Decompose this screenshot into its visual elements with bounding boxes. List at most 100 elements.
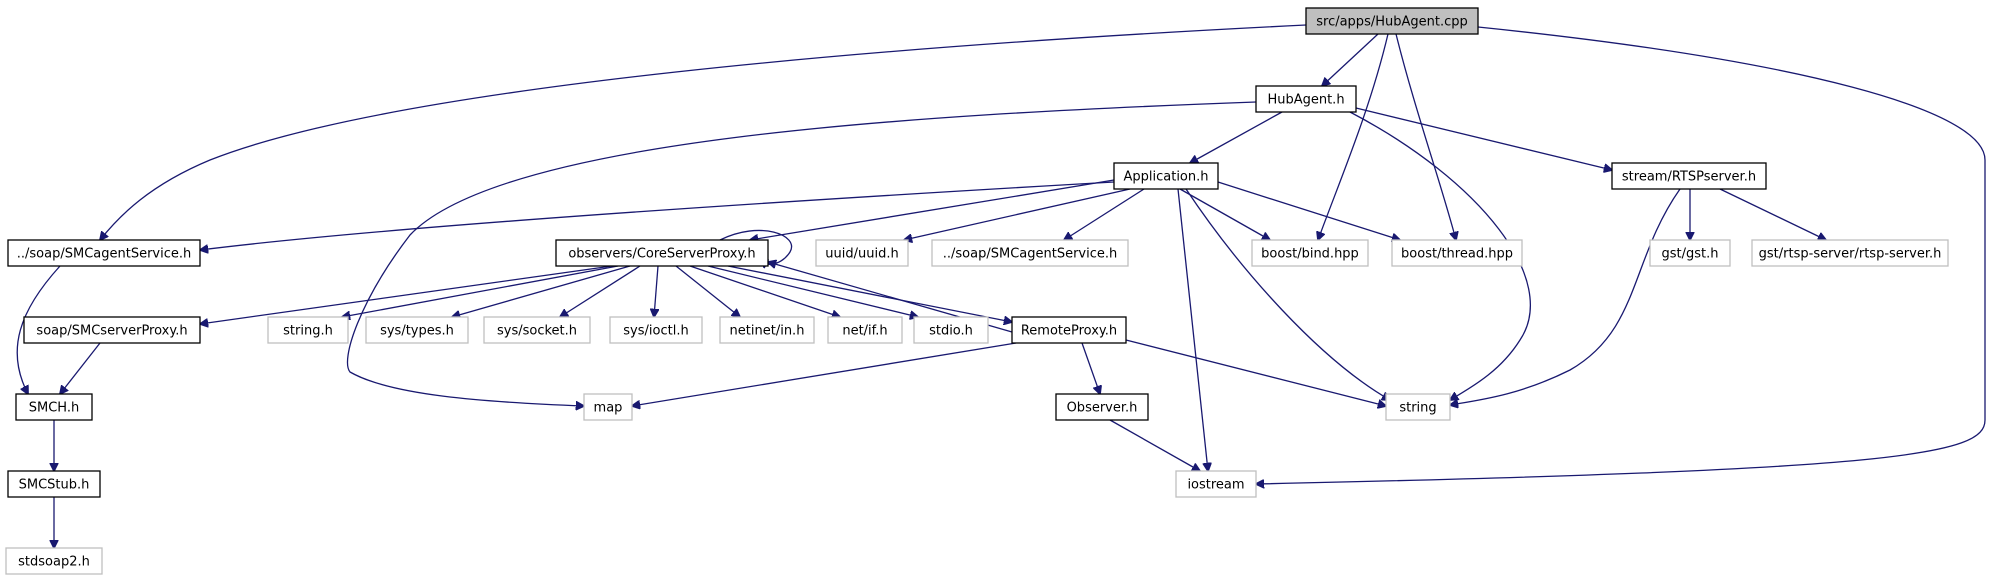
node-smcagent[interactable]: ../soap/SMCagentService.h bbox=[7, 239, 201, 267]
edge-coreproxy-to-remote bbox=[727, 265, 1012, 322]
node-hubagent[interactable]: HubAgent.h bbox=[1255, 85, 1357, 113]
node-systypes: sys/types.h bbox=[365, 316, 469, 344]
node-label-iostream: iostream bbox=[1187, 478, 1244, 493]
node-box-remote bbox=[1011, 316, 1127, 344]
node-label-map: map bbox=[594, 401, 623, 416]
edge-root-to-bind bbox=[1318, 33, 1389, 240]
node-box-netinet bbox=[719, 316, 815, 344]
node-label-rtspserver: gst/rtsp-server/rtsp-server.h bbox=[1759, 247, 1942, 262]
node-smcstub[interactable]: SMCStub.h bbox=[7, 470, 101, 498]
node-smcagent2: ../soap/SMCagentService.h bbox=[931, 239, 1129, 267]
node-box-hubagent bbox=[1255, 85, 1357, 113]
edge-hubagent-to-map bbox=[346, 101, 1257, 406]
edge-observer-to-iostream bbox=[1109, 419, 1200, 471]
edge-application-to-bind bbox=[1179, 188, 1270, 240]
node-box-coreproxy bbox=[555, 239, 769, 267]
edge-rtsp-to-rtspserver bbox=[1719, 188, 1826, 240]
node-coreproxy[interactable]: observers/CoreServerProxy.h bbox=[555, 239, 769, 267]
node-box-stringh bbox=[267, 316, 349, 344]
node-map: map bbox=[583, 393, 633, 421]
node-string: string bbox=[1385, 393, 1451, 421]
node-box-rtsp bbox=[1611, 162, 1767, 190]
node-box-bind bbox=[1251, 239, 1369, 267]
edge-coreproxy-to-syssocket bbox=[560, 265, 641, 317]
node-box-systypes bbox=[365, 316, 469, 344]
edge-remote-to-map bbox=[632, 342, 1017, 406]
edge-application-to-smcagent bbox=[200, 181, 1115, 250]
edge-application-to-iostream bbox=[1177, 188, 1208, 471]
node-label-remote: RemoteProxy.h bbox=[1021, 324, 1117, 339]
node-label-gst: gst/gst.h bbox=[1662, 247, 1719, 262]
node-netinet: netinet/in.h bbox=[719, 316, 815, 344]
edge-coreproxy-to-netinet bbox=[675, 265, 740, 317]
node-label-netinet: netinet/in.h bbox=[730, 324, 805, 339]
node-label-stdsoap: stdsoap2.h bbox=[18, 555, 90, 570]
edge-application-to-thread bbox=[1217, 181, 1400, 240]
edge-application-to-uuid bbox=[904, 188, 1131, 240]
edge-hubagent-to-application bbox=[1190, 111, 1283, 163]
node-box-smcagent bbox=[7, 239, 201, 267]
node-box-stdio bbox=[913, 316, 989, 344]
node-label-coreproxy: observers/CoreServerProxy.h bbox=[568, 247, 755, 262]
edge-rtsp-to-string bbox=[1450, 188, 1681, 405]
node-label-thread: boost/thread.hpp bbox=[1401, 247, 1513, 262]
node-syssocket: sys/socket.h bbox=[483, 316, 591, 344]
node-box-map bbox=[583, 393, 633, 421]
node-box-gst bbox=[1649, 239, 1731, 267]
node-box-observer bbox=[1055, 393, 1149, 421]
node-label-stdio: stdio.h bbox=[929, 324, 973, 339]
node-label-string: string bbox=[1399, 401, 1436, 416]
edge-coreproxy-to-netif bbox=[689, 265, 840, 317]
node-label-smcserver: soap/SMCserverProxy.h bbox=[36, 324, 187, 339]
node-box-iostream bbox=[1175, 470, 1257, 498]
node-gst: gst/gst.h bbox=[1649, 239, 1731, 267]
node-stdio: stdio.h bbox=[913, 316, 989, 344]
edge-application-to-smcagent2 bbox=[1064, 188, 1145, 240]
node-label-syssocket: sys/socket.h bbox=[497, 324, 577, 339]
node-label-stringh: string.h bbox=[283, 324, 333, 339]
node-box-syssocket bbox=[483, 316, 591, 344]
node-label-smch: SMCH.h bbox=[29, 401, 79, 416]
edge-smcagent-to-smch bbox=[16, 265, 61, 394]
node-smcserver[interactable]: soap/SMCserverProxy.h bbox=[23, 316, 201, 344]
node-thread: boost/thread.hpp bbox=[1391, 239, 1523, 267]
node-bind: boost/bind.hpp bbox=[1251, 239, 1369, 267]
node-smch[interactable]: SMCH.h bbox=[15, 393, 93, 421]
edge-coreproxy-to-stringh bbox=[342, 265, 619, 317]
edge-coreproxy-to-stdio bbox=[707, 265, 918, 317]
node-netif: net/if.h bbox=[827, 316, 903, 344]
node-rtsp[interactable]: stream/RTSPserver.h bbox=[1611, 162, 1767, 190]
edge-hubagent-to-rtsp bbox=[1355, 107, 1612, 170]
edge-coreproxy-to-systypes bbox=[452, 265, 631, 317]
node-box-rtspserver bbox=[1751, 239, 1949, 267]
node-label-sysioctl: sys/ioctl.h bbox=[623, 324, 688, 339]
node-label-root: src/apps/HubAgent.cpp bbox=[1316, 15, 1468, 30]
node-label-smcagent2: ../soap/SMCagentService.h bbox=[943, 247, 1117, 262]
node-label-smcagent: ../soap/SMCagentService.h bbox=[17, 247, 191, 262]
node-label-rtsp: stream/RTSPserver.h bbox=[1622, 170, 1756, 185]
node-observer[interactable]: Observer.h bbox=[1055, 393, 1149, 421]
node-box-smcserver bbox=[23, 316, 201, 344]
node-root[interactable]: src/apps/HubAgent.cpp bbox=[1305, 7, 1479, 35]
node-box-smch bbox=[15, 393, 93, 421]
edge-root-to-smcagent bbox=[100, 24, 1307, 240]
node-label-application: Application.h bbox=[1123, 170, 1208, 185]
node-label-observer: Observer.h bbox=[1067, 401, 1138, 416]
node-box-smcagent2 bbox=[931, 239, 1129, 267]
dependency-edges bbox=[16, 24, 1986, 548]
node-remote[interactable]: RemoteProxy.h bbox=[1011, 316, 1127, 344]
edge-remote-to-string bbox=[1125, 339, 1386, 406]
node-box-uuid bbox=[815, 239, 909, 267]
node-box-smcstub bbox=[7, 470, 101, 498]
node-sysioctl: sys/ioctl.h bbox=[609, 316, 703, 344]
node-uuid: uuid/uuid.h bbox=[815, 239, 909, 267]
node-box-netif bbox=[827, 316, 903, 344]
node-iostream: iostream bbox=[1175, 470, 1257, 498]
edge-coreproxy-to-sysioctl bbox=[654, 265, 658, 317]
node-box-sysioctl bbox=[609, 316, 703, 344]
node-box-string bbox=[1385, 393, 1451, 421]
node-label-hubagent: HubAgent.h bbox=[1267, 93, 1344, 108]
edge-hubagent-to-string bbox=[1349, 111, 1531, 400]
node-application[interactable]: Application.h bbox=[1113, 162, 1219, 190]
